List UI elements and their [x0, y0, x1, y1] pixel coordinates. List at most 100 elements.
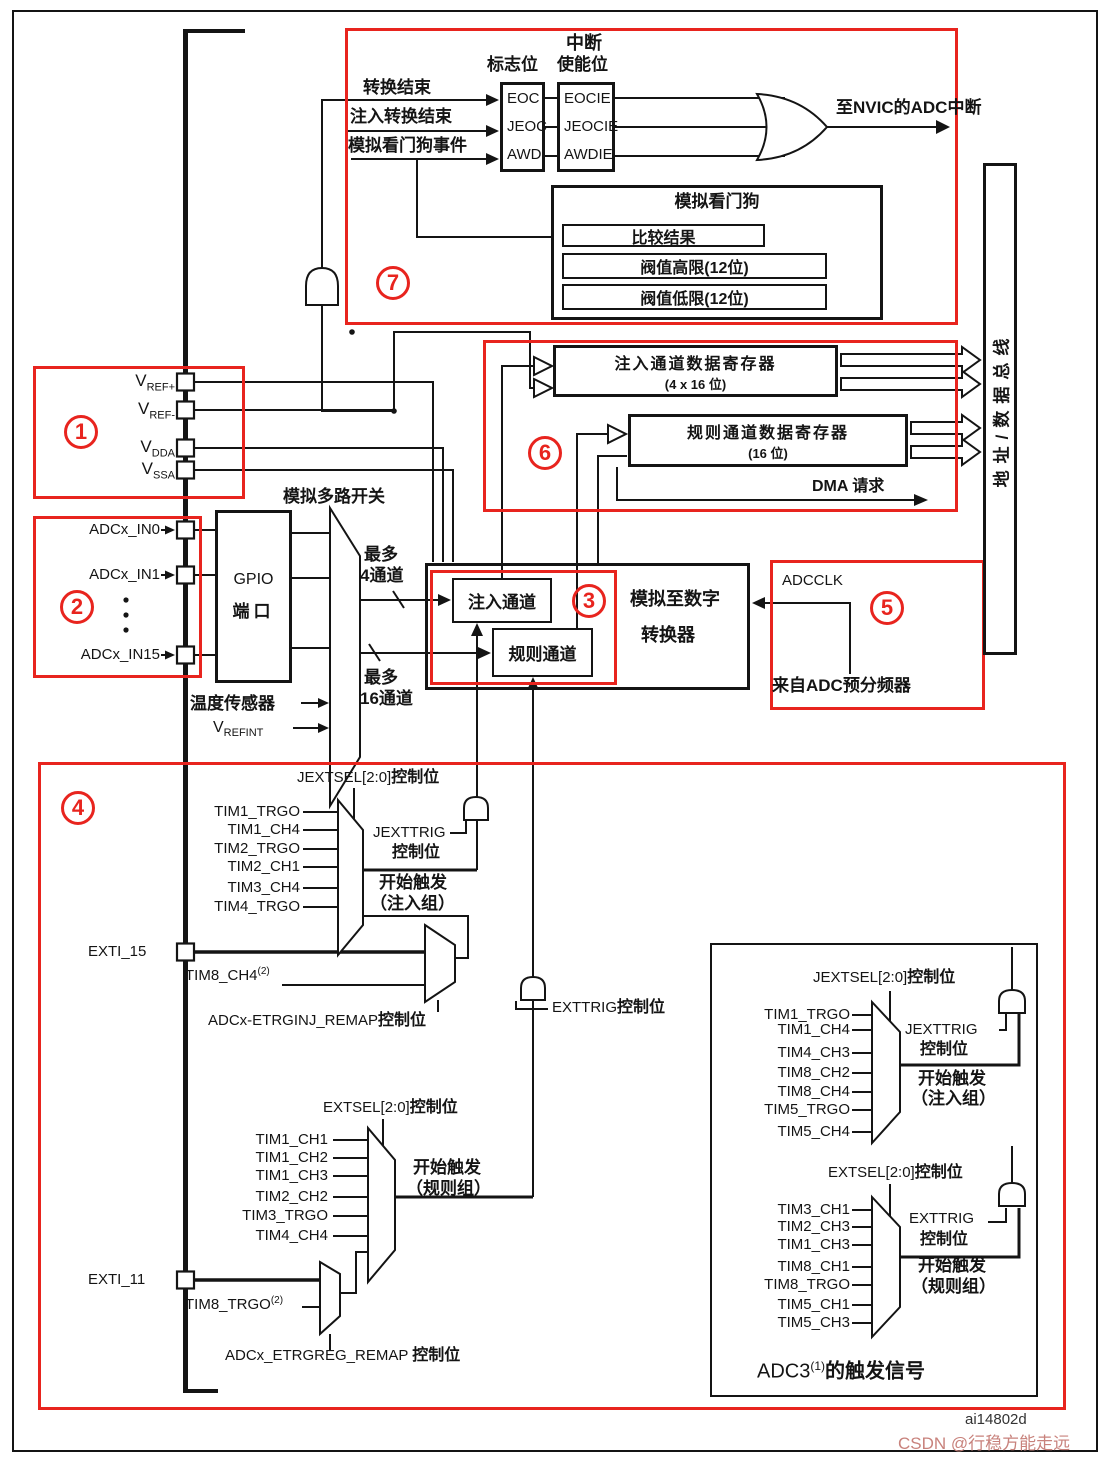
address-data-bus-label: 地址/数据总线 [992, 331, 1012, 487]
watchdog-compare-wire [416, 159, 556, 238]
watermark: CSDN @行稳方能走远 [898, 1434, 1071, 1453]
adc3-inj-start-line2: （注入组） [911, 1089, 996, 1108]
adc3-reg-signal-0: TIM3_CH1 [777, 1201, 850, 1218]
vrefint-label: VREFINT [213, 719, 264, 740]
adc3-reg-start-line2: （规则组） [911, 1277, 996, 1296]
inj-signal-2: TIM2_TRGO [214, 840, 300, 857]
adc3-regular-mux-icon [871, 1194, 901, 1340]
adc3-inj-signal-1: TIM1_CH4 [777, 1021, 850, 1038]
adc3-injected-mux-icon [871, 999, 901, 1146]
jexttrig-label: JEXTTRIG [373, 824, 446, 841]
adcx-in0-label: ADCx_IN0 [89, 521, 160, 538]
nvic-label: 至NVIC的ADC中断 [836, 98, 982, 117]
page-border [12, 10, 1098, 1452]
adc3-reg-signal-1: TIM2_CH3 [777, 1218, 850, 1235]
watchdog-compare-label: 比较结果 [631, 229, 696, 247]
pin-vssa [175, 460, 196, 480]
regular-channel-box: 规则通道 [492, 628, 593, 677]
pin-in15 [175, 645, 196, 665]
etrginj-remap-label: ADCx-ETRGINJ_REMAP控制位 [208, 1012, 427, 1029]
injected-channel-box: 注入通道 [452, 578, 552, 623]
inj-start-line2: （注入组） [370, 894, 455, 913]
nvic-arrowhead [936, 120, 950, 134]
adc3-jextsel-label: JEXTSEL[2:0]控制位 [813, 969, 956, 986]
badge-1: 1 [64, 415, 98, 449]
reg-start-line2: （规则组） [406, 1179, 491, 1198]
dma-label: DMA 请求 [812, 478, 885, 495]
adc3-caption: ADC3(1)的触发信号 [757, 1359, 926, 1383]
enable-bits-box: EOCIE JEOCIE AWDIE [557, 82, 618, 172]
interrupt-header: 中断 [566, 33, 602, 53]
enable-col-label: 使能位 [557, 55, 608, 74]
pin-vdda [175, 438, 196, 458]
etrginj-remap-mux-icon [424, 923, 456, 1004]
pin-in1 [175, 565, 196, 585]
badge-4: 4 [61, 791, 95, 825]
adc3-reg-start-line1: 开始触发 [918, 1256, 986, 1275]
adc3-inj-signal-5: TIM5_TRGO [764, 1101, 850, 1118]
exttrig-label: EXTTRIG控制位 [552, 999, 666, 1016]
max4-line2: 4通道 [360, 566, 404, 585]
adc-title-line1: 模拟至数字 [630, 589, 720, 609]
injected-register-box: 注入通道数据寄存器 (4 x 16 位) [553, 345, 838, 397]
reg-signal-2: TIM1_CH3 [255, 1167, 328, 1184]
flag-col-label: 标志位 [487, 55, 538, 74]
pin-vref-plus [175, 372, 196, 392]
etrgreg-remap-label: ADCx_ETRGREG_REMAP 控制位 [225, 1347, 461, 1364]
watchdog-title: 模拟看门狗 [674, 192, 760, 211]
badge-3: 3 [572, 584, 606, 618]
inj-signal-4: TIM3_CH4 [227, 879, 300, 896]
badge-5: 5 [870, 591, 904, 625]
signal-awd-label: 模拟看门狗事件 [348, 136, 467, 155]
frame-triggers [38, 762, 1066, 1410]
inj-signal-3: TIM2_CH1 [227, 858, 300, 875]
ellipsis-dot [123, 612, 129, 618]
extsel-label: EXTSEL[2:0]控制位 [323, 1099, 458, 1116]
adc3-exttrig-label: EXTTRIG [909, 1210, 975, 1227]
jexttrig-label2: 控制位 [392, 844, 441, 861]
regular-trigger-mux-icon [367, 1125, 396, 1285]
watchdog-low-label: 阀值低限(12位) [640, 291, 749, 308]
adcx-in1-label: ADCx_IN1 [89, 566, 160, 583]
exti15-label: EXTI_15 [88, 943, 147, 960]
adc3-inj-signal-2: TIM4_CH3 [777, 1044, 850, 1061]
vref-minus-label: VREF- [137, 399, 175, 422]
flag-bits-box: EOC JEOC AWD [500, 82, 547, 172]
reg-signal-3: TIM2_CH2 [255, 1188, 328, 1205]
gpio-box: GPIO 端口 [215, 510, 292, 683]
adcclk-label: ADCCLK [782, 572, 843, 589]
adc3-extsel-label: EXTSEL[2:0]控制位 [828, 1164, 963, 1181]
enable-eocie: EOCIE [564, 90, 611, 107]
regular-register-box: 规则通道数据寄存器 (16 位) [628, 414, 908, 467]
mux-title: 模拟多路开关 [283, 487, 385, 506]
frame-channels [430, 570, 617, 685]
signal-eoc-label: 转换结束 [363, 78, 431, 97]
bus-arrow [910, 437, 982, 467]
reg-signal-0: TIM1_CH1 [255, 1131, 328, 1148]
flag-awd: AWD [507, 146, 542, 163]
enable-awdie: AWDIE [564, 146, 613, 163]
reg-signal-5: TIM4_CH4 [255, 1227, 328, 1244]
reg-signal-1: TIM1_CH2 [255, 1149, 328, 1166]
frame-power-pins [33, 366, 245, 499]
tim8-ch4-label: TIM8_CH4(2) [185, 966, 270, 984]
adc3-inj-signal-3: TIM8_CH2 [777, 1064, 850, 1081]
pin-vref-minus [175, 400, 196, 420]
ellipsis-dot [123, 597, 129, 603]
dma-wire [616, 467, 916, 501]
adc3-inj-signal-4: TIM8_CH4 [777, 1083, 850, 1100]
watchdog-high-box: 阀值高限(12位) [562, 253, 827, 279]
badge-7: 7 [376, 266, 410, 300]
adcclk-wire [764, 602, 851, 674]
watchdog-high-label: 阀值高限(12位) [640, 260, 749, 277]
tim8-trgo-label: TIM8_TRGO(2) [185, 1295, 284, 1313]
adc-converter-box [425, 563, 750, 690]
exti11-label: EXTI_11 [88, 1271, 146, 1288]
adc3-exttrig-label2: 控制位 [920, 1231, 969, 1248]
gpio-line1: GPIO [233, 571, 274, 588]
bus-arrow [840, 369, 982, 399]
inj-start-line1: 开始触发 [379, 873, 447, 892]
adc3-reg-signal-2: TIM1_CH3 [777, 1236, 850, 1253]
bus-arrow [840, 345, 982, 375]
